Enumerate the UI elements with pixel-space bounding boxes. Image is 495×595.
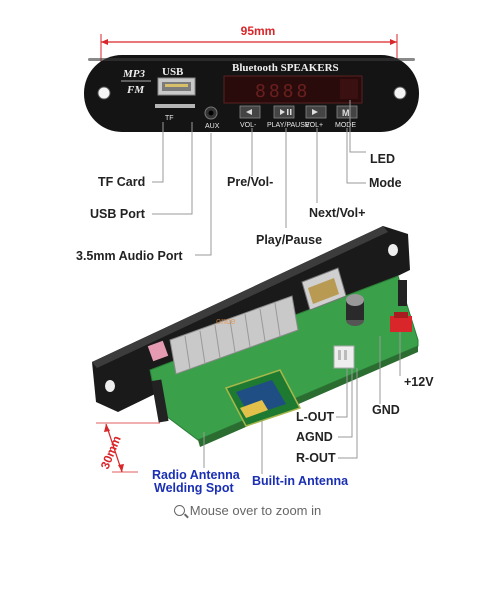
fm-label: FM [126, 84, 145, 96]
mp3-label: MP3 [122, 68, 146, 80]
labels-top: LED Mode TF Card Pre/Vol- USB Port Next/… [76, 152, 402, 263]
mount-hole-left-icon [97, 86, 111, 100]
play-pause-button[interactable]: PLAY/PAUSE [267, 105, 310, 129]
label-radio-antenna: Radio Antenna [152, 468, 241, 482]
vol-up-button[interactable]: VOL+ [305, 105, 327, 129]
aux-label: AUX [205, 123, 220, 130]
svg-text:PLAY/PAUSE: PLAY/PAUSE [267, 122, 310, 129]
label-l-out: L-OUT [296, 410, 335, 424]
brand-title: Bluetooth SPEAKERS [232, 62, 339, 74]
usb-socket-3d [301, 267, 347, 311]
label-r-out: R-OUT [296, 451, 336, 465]
label-welding-spot: Welding Spot [154, 481, 234, 495]
label-next-vol: Next/Vol+ [309, 206, 365, 220]
label-agnd: AGND [296, 430, 333, 444]
label-mode: Mode [369, 176, 402, 190]
power-terminal [390, 312, 412, 332]
leader-lines-bottom [203, 332, 401, 474]
tf-label: TF [165, 115, 174, 122]
usb-socket[interactable] [157, 77, 196, 96]
zoom-hint-text: Mouse over to zoom in [189, 503, 322, 518]
usb-label: USB [162, 66, 184, 78]
svg-text:VOL+: VOL+ [305, 122, 323, 129]
svg-text:M: M [342, 108, 350, 118]
label-pre-vol: Pre/Vol- [227, 175, 273, 189]
width-dimension: 95mm [100, 24, 398, 62]
width-label: 95mm [241, 24, 276, 38]
label-led: LED [370, 152, 395, 166]
label-12v: +12V [404, 375, 434, 389]
mount-hole-3d-left-icon [105, 380, 115, 392]
front-panel: MP3 FM USB TF AUX Bluetooth SPEAKERS 888… [84, 55, 419, 132]
bluetooth-module [224, 369, 302, 427]
svg-text:MODE: MODE [335, 122, 356, 129]
mount-hole-right-icon [393, 86, 407, 100]
tf-card-slot[interactable]: TF [155, 104, 195, 122]
label-play-pause: Play/Pause [256, 233, 322, 247]
label-tf-card: TF Card [98, 175, 145, 189]
mode-button[interactable]: M MODE [335, 105, 358, 129]
aux-jack[interactable]: AUX [204, 106, 220, 130]
magnifier-icon [173, 505, 185, 516]
module-3d-view: once [92, 226, 419, 447]
mount-hole-3d-right-icon [388, 244, 398, 256]
display-window: 8888 [223, 75, 363, 104]
audio-out-connector [333, 345, 355, 369]
svg-text:VOL-: VOL- [240, 122, 257, 129]
label-usb-port: USB Port [90, 207, 146, 221]
depth-dimension: 30mm [96, 422, 160, 473]
control-buttons: VOL- PLAY/PAUSE VOL+ M MODE [239, 105, 358, 129]
label-builtin-antenna: Built-in Antenna [252, 474, 349, 488]
vol-down-button[interactable]: VOL- [239, 105, 261, 129]
zoom-hint[interactable]: Mouse over to zoom in [0, 503, 495, 518]
label-gnd: GND [372, 403, 400, 417]
watermark: once [216, 316, 236, 326]
label-audio-port: 3.5mm Audio Port [76, 249, 183, 263]
leader-lines-top [152, 100, 366, 256]
display-digits: 8888 [255, 81, 310, 102]
labels-bottom: +12V GND L-OUT AGND R-OUT Radio Antenna … [152, 375, 434, 495]
